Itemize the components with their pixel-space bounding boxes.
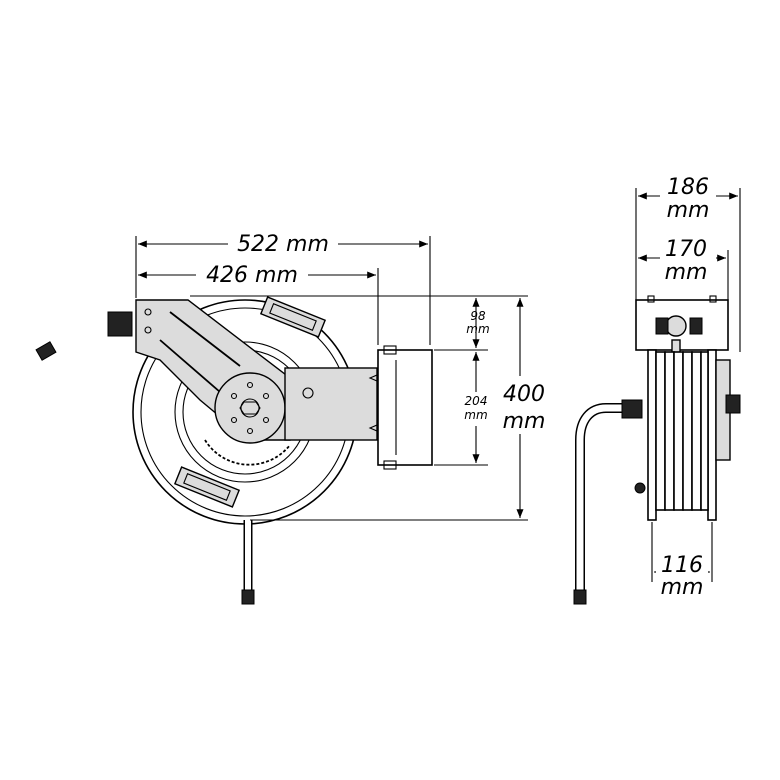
dim-116-value: 116 xyxy=(661,553,703,578)
dim-204-unit: mm xyxy=(464,408,487,422)
side-hose-nozzle-icon xyxy=(573,589,587,605)
hose-nozzle-left-icon xyxy=(35,311,133,361)
side-dimensions: 186 mm 170 mm 116 mm xyxy=(635,170,741,600)
dim-400-value: 400 xyxy=(503,382,545,407)
dim-186-value: 186 xyxy=(667,175,709,200)
dim-98-value: 98 xyxy=(470,309,486,323)
reel-hub xyxy=(214,372,286,444)
dim-426-label: 426 mm xyxy=(206,263,298,288)
wall-plate xyxy=(377,349,433,466)
brand-plate-bottom-icon xyxy=(173,466,241,508)
dim-186-unit: mm xyxy=(667,198,710,223)
hose-reel-front-view-icon xyxy=(35,296,433,605)
dim-170-unit: mm xyxy=(665,260,708,285)
hose-nozzle-bottom-icon xyxy=(241,589,255,605)
dim-400-unit: mm xyxy=(503,409,546,434)
dim-116-unit: mm xyxy=(661,575,704,600)
dim-170-value: 170 xyxy=(665,237,707,262)
dim-204-value: 204 xyxy=(465,394,488,408)
brand-plate-top-icon xyxy=(259,296,327,338)
dim-522-label: 522 mm xyxy=(237,232,329,257)
dim-98-unit: mm xyxy=(466,322,489,336)
front-dimensions: 522 mm 426 mm 98 mm 204 mm 400 mm xyxy=(135,228,550,521)
hose-reel-side-view-icon xyxy=(573,295,741,605)
